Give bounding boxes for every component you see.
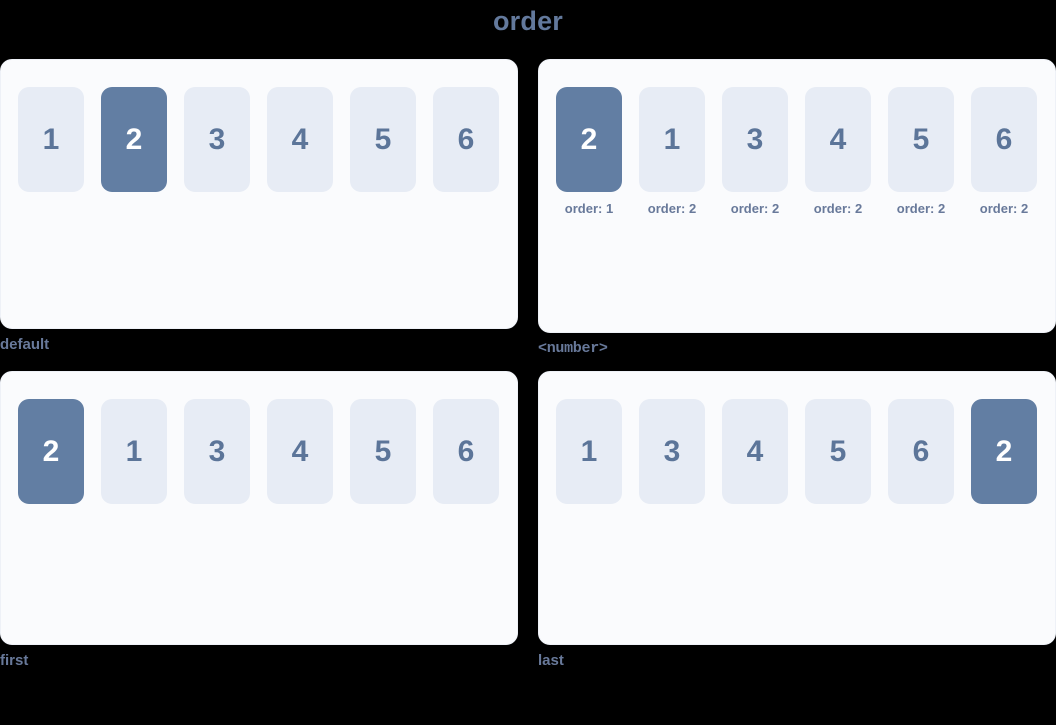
panel-number: 2 order: 1 1 order: 2 3 order: 2 4 order: 2 5 ord… <box>538 59 1056 333</box>
order-value-label: order: 2 <box>813 201 863 216</box>
order-item-wrapper: 5 order: 2 <box>888 87 954 216</box>
order-item[interactable]: 4 <box>267 87 333 192</box>
order-item[interactable]: 1 <box>639 87 705 192</box>
order-item-wrapper: 3 <box>639 399 705 504</box>
order-item-wrapper: 2 <box>18 399 84 504</box>
order-item-highlighted[interactable]: 2 <box>556 87 622 192</box>
items-row-number: 2 order: 1 1 order: 2 3 order: 2 4 order: 2 5 ord… <box>539 60 1055 216</box>
order-item-wrapper: 4 order: 2 <box>805 87 871 216</box>
panel-caption-first: first <box>0 652 29 669</box>
order-item-wrapper: 6 order: 2 <box>971 87 1037 216</box>
order-item[interactable]: 5 <box>805 399 871 504</box>
order-item[interactable]: 4 <box>267 399 333 504</box>
order-item[interactable]: 6 <box>433 399 499 504</box>
order-item[interactable]: 5 <box>350 399 416 504</box>
panel-caption-last: last <box>538 652 564 669</box>
order-item-highlighted[interactable]: 2 <box>101 87 167 192</box>
panel-caption-default: default <box>0 336 50 353</box>
order-item[interactable]: 6 <box>433 87 499 192</box>
order-item-wrapper: 4 <box>267 399 333 504</box>
order-item-wrapper: 5 <box>350 87 416 192</box>
order-item-wrapper: 1 <box>18 87 84 192</box>
order-item-wrapper: 6 <box>433 399 499 504</box>
order-item-wrapper: 2 <box>101 87 167 192</box>
demo-cell-number: 2 order: 1 1 order: 2 3 order: 2 4 order: 2 5 ord… <box>538 59 1056 359</box>
order-value-label: order: 2 <box>730 201 780 216</box>
order-item[interactable]: 5 <box>350 87 416 192</box>
order-item[interactable]: 6 <box>888 399 954 504</box>
order-item[interactable]: 3 <box>722 87 788 192</box>
order-item[interactable]: 3 <box>639 399 705 504</box>
order-value-label: order: 2 <box>647 201 697 216</box>
order-item-wrapper: 1 <box>556 399 622 504</box>
order-item[interactable]: 3 <box>184 399 250 504</box>
order-item-wrapper: 1 order: 2 <box>639 87 705 216</box>
order-item-wrapper: 3 order: 2 <box>722 87 788 216</box>
order-item[interactable]: 4 <box>722 399 788 504</box>
order-item-wrapper: 3 <box>184 87 250 192</box>
order-value-label: order: 1 <box>564 201 614 216</box>
order-value-label: order: 2 <box>896 201 946 216</box>
order-item-wrapper: 5 <box>805 399 871 504</box>
order-item-wrapper: 2 order: 1 <box>556 87 622 216</box>
order-item[interactable]: 6 <box>971 87 1037 192</box>
order-item[interactable]: 3 <box>184 87 250 192</box>
order-item[interactable]: 1 <box>18 87 84 192</box>
order-item-wrapper: 6 <box>433 87 499 192</box>
order-item-wrapper: 5 <box>350 399 416 504</box>
order-item[interactable]: 1 <box>101 399 167 504</box>
panel-caption-number: <number> <box>538 340 608 357</box>
order-item-wrapper: 4 <box>267 87 333 192</box>
page-title: order <box>492 6 564 36</box>
order-item[interactable]: 5 <box>888 87 954 192</box>
order-item-highlighted[interactable]: 2 <box>971 399 1037 504</box>
order-item-wrapper: 4 <box>722 399 788 504</box>
order-value-label: order: 2 <box>979 201 1029 216</box>
order-item[interactable]: 4 <box>805 87 871 192</box>
order-item-wrapper: 2 <box>971 399 1037 504</box>
order-item-wrapper: 6 <box>888 399 954 504</box>
order-item[interactable]: 1 <box>556 399 622 504</box>
order-item-wrapper: 3 <box>184 399 250 504</box>
order-item-wrapper: 1 <box>101 399 167 504</box>
order-item-highlighted[interactable]: 2 <box>18 399 84 504</box>
